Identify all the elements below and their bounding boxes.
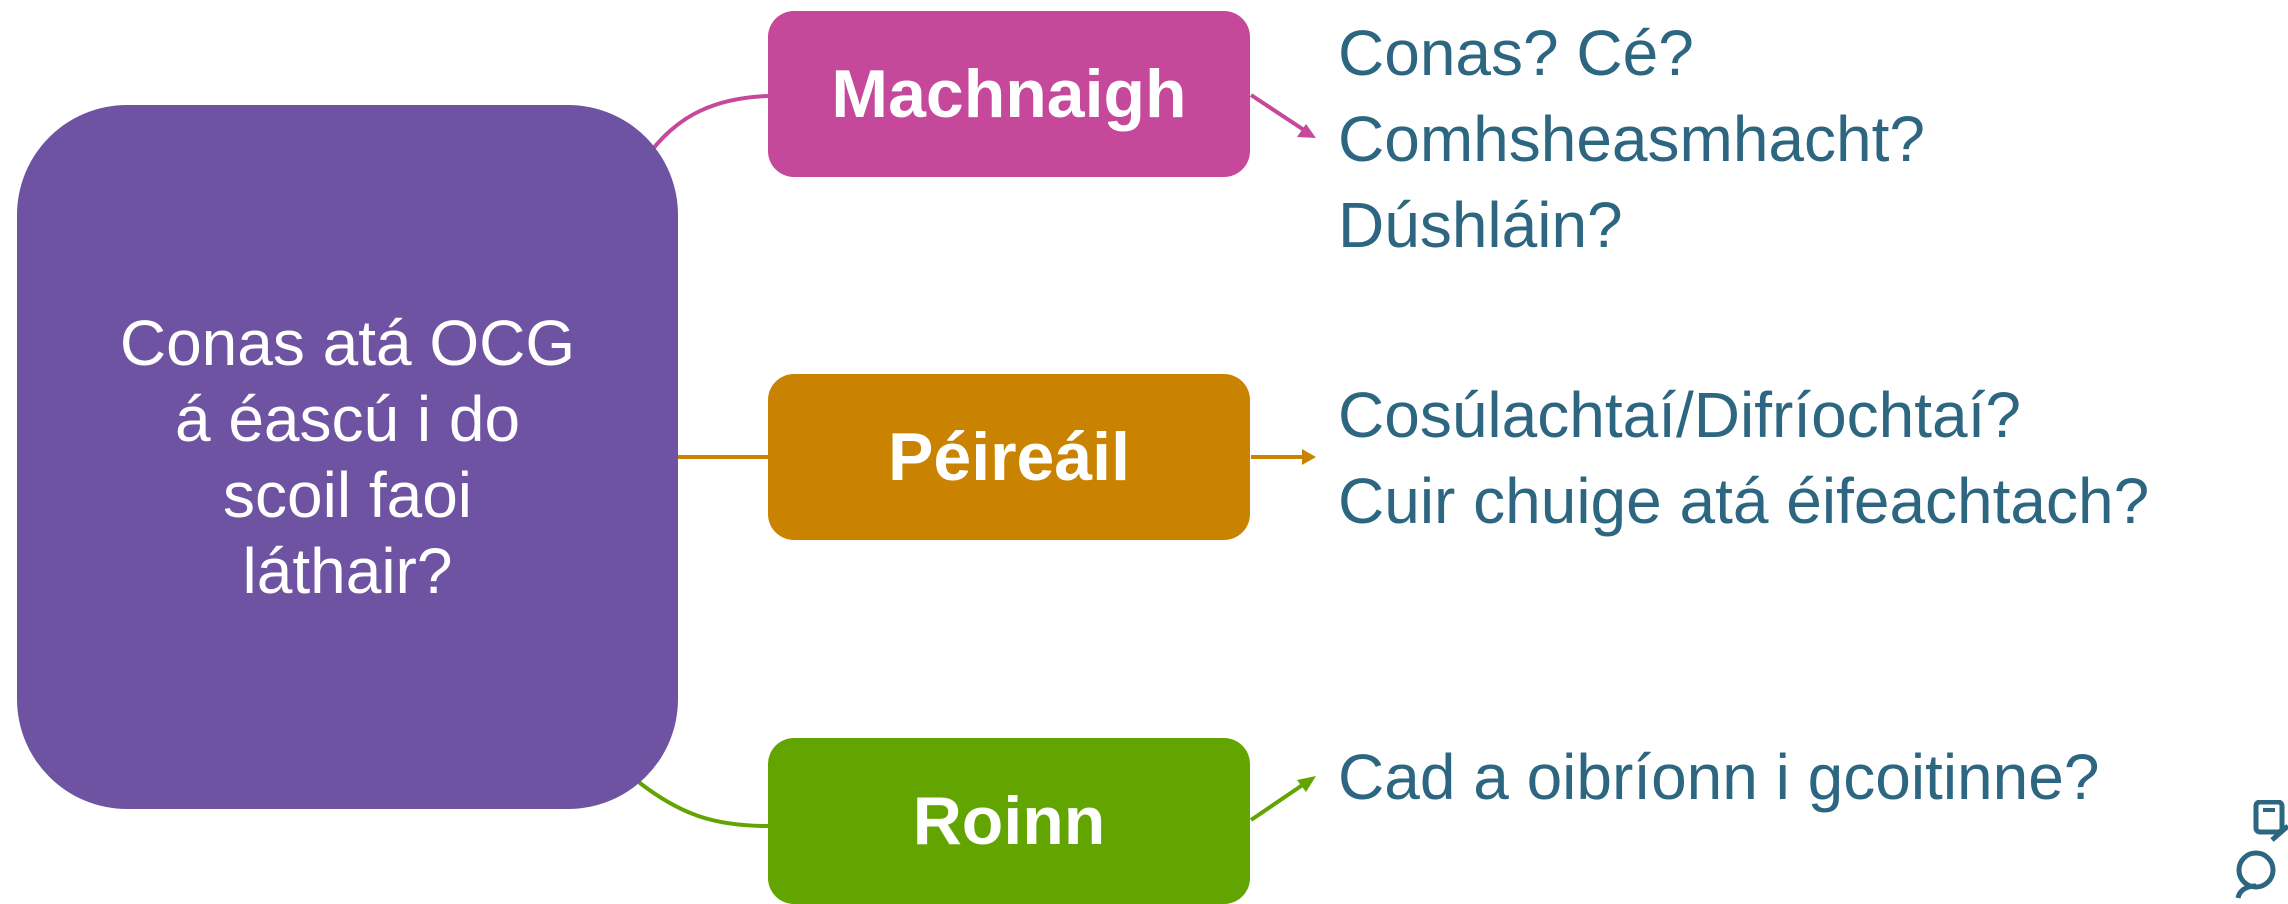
step-label-peireail: Péireáil (888, 419, 1130, 495)
step-box-machnaigh: Machnaigh (768, 11, 1250, 177)
notes-roinn: Cad a oibríonn i gcoitinne? (1338, 734, 2099, 820)
note-item: Cuir chuige atá éifeachtach? (1338, 465, 2150, 537)
note-item: Cad a oibríonn i gcoitinne? (1338, 741, 2100, 813)
arrowhead-roinn (1297, 776, 1316, 792)
main-question-text: Conas atá OCG á éascú i do scoil faoi lá… (119, 307, 576, 607)
arrowhead-machnaigh (1297, 124, 1316, 138)
main-question-box: Conas atá OCG á éascú i do scoil faoi lá… (17, 105, 678, 809)
note-item: Cosúlachtaí/Difríochtaí? (1338, 379, 2021, 451)
step-box-roinn: Roinn (768, 738, 1250, 904)
step-label-roinn: Roinn (912, 783, 1106, 859)
step-label-machnaigh: Machnaigh (831, 56, 1187, 132)
arrowhead-peireail (1302, 449, 1316, 465)
arrow-roinn-to-notes (1249, 782, 1306, 822)
step-box-peireail: Péireáil (768, 374, 1250, 540)
note-item: Dúshláin? (1338, 189, 1623, 261)
connector-main-to-machnaigh (650, 94, 769, 152)
arrow-machnaigh-to-notes (1249, 93, 1306, 132)
notes-machnaigh: Conas? Cé? Comhsheasmhacht? Dúshláin? (1338, 10, 1925, 268)
people-icon (2235, 800, 2288, 899)
note-item: Conas? Cé? (1338, 17, 1694, 89)
connector-main-to-roinn (634, 778, 769, 828)
note-item: Comhsheasmhacht? (1338, 103, 1925, 175)
notes-peireail: Cosúlachtaí/Difríochtaí? Cuir chuige atá… (1338, 372, 2149, 544)
